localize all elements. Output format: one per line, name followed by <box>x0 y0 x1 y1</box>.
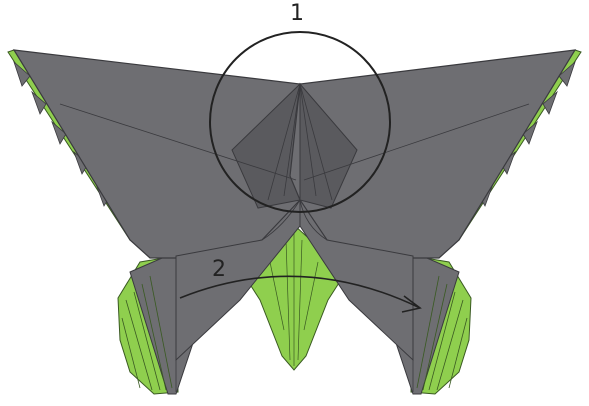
step-2-label: 2 <box>212 259 226 281</box>
step-1-label: 1 <box>290 3 304 25</box>
